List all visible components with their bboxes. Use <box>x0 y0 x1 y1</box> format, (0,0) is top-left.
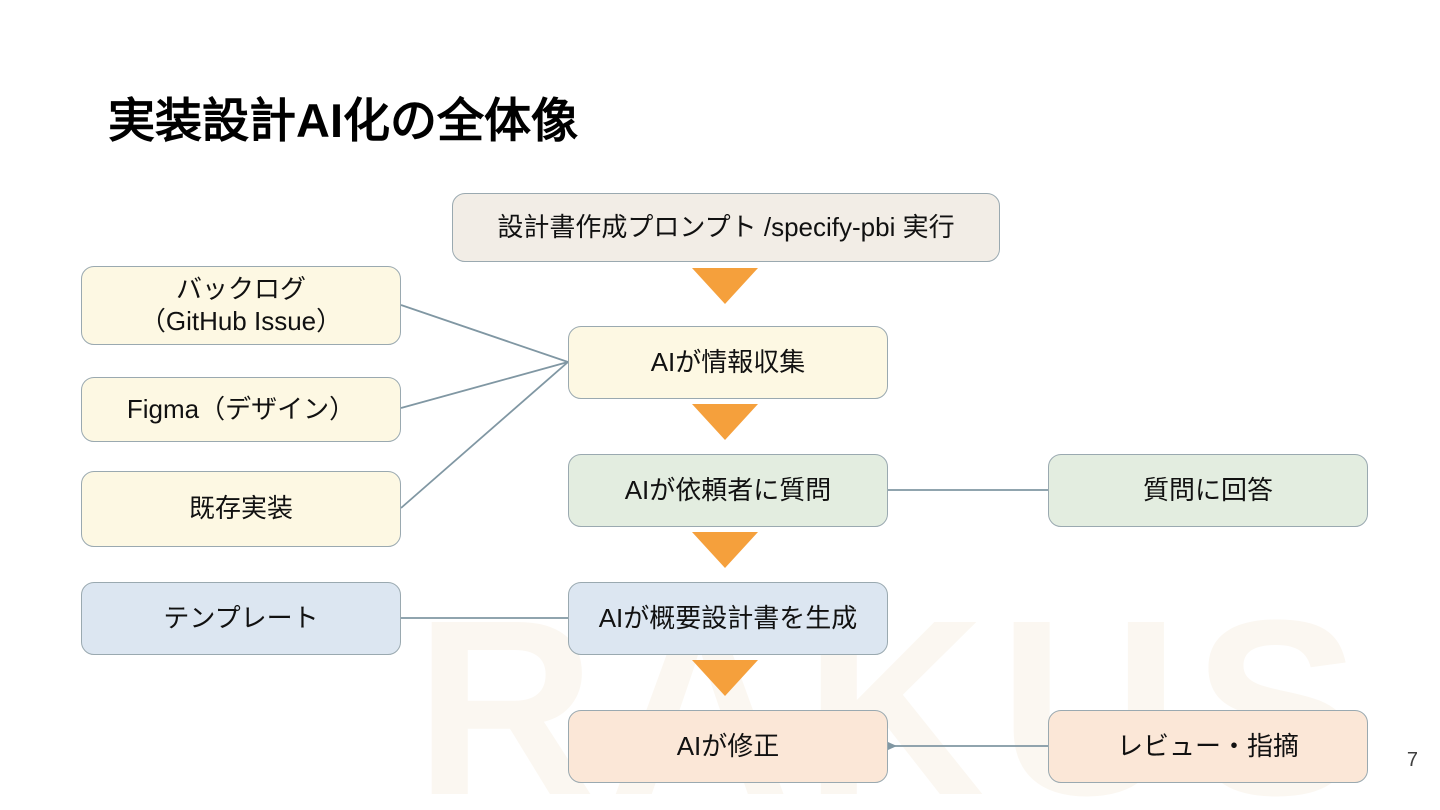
node-answer[interactable]: 質問に回答 <box>1048 454 1368 527</box>
down-arrow-prompt-to-collect <box>692 268 758 304</box>
node-template[interactable]: テンプレート <box>81 582 401 655</box>
node-existing-impl[interactable]: 既存実装 <box>81 471 401 547</box>
node-figma[interactable]: Figma（デザイン） <box>81 377 401 442</box>
page-title: 実装設計AI化の全体像 <box>108 94 578 147</box>
down-arrow-collect-to-ask <box>692 404 758 440</box>
node-backlog[interactable]: バックログ （GitHub Issue） <box>81 266 401 345</box>
node-prompt[interactable]: 設計書作成プロンプト /specify-pbi 実行 <box>452 193 1000 262</box>
down-arrow-ask-to-generate <box>692 532 758 568</box>
line-backlog-to-ai-collect <box>400 304 569 363</box>
down-arrow-generate-to-fix <box>692 660 758 696</box>
node-ai-ask[interactable]: AIが依頼者に質問 <box>568 454 888 527</box>
node-ai-fix[interactable]: AIが修正 <box>568 710 888 783</box>
node-review[interactable]: レビュー・指摘 <box>1048 710 1368 783</box>
node-ai-generate[interactable]: AIが概要設計書を生成 <box>568 582 888 655</box>
node-ai-collect[interactable]: AIが情報収集 <box>568 326 888 399</box>
line-figma-to-ai-collect <box>400 361 569 409</box>
line-existing-impl-to-ai-collect <box>400 361 569 509</box>
page-number: 7 <box>1406 749 1418 771</box>
